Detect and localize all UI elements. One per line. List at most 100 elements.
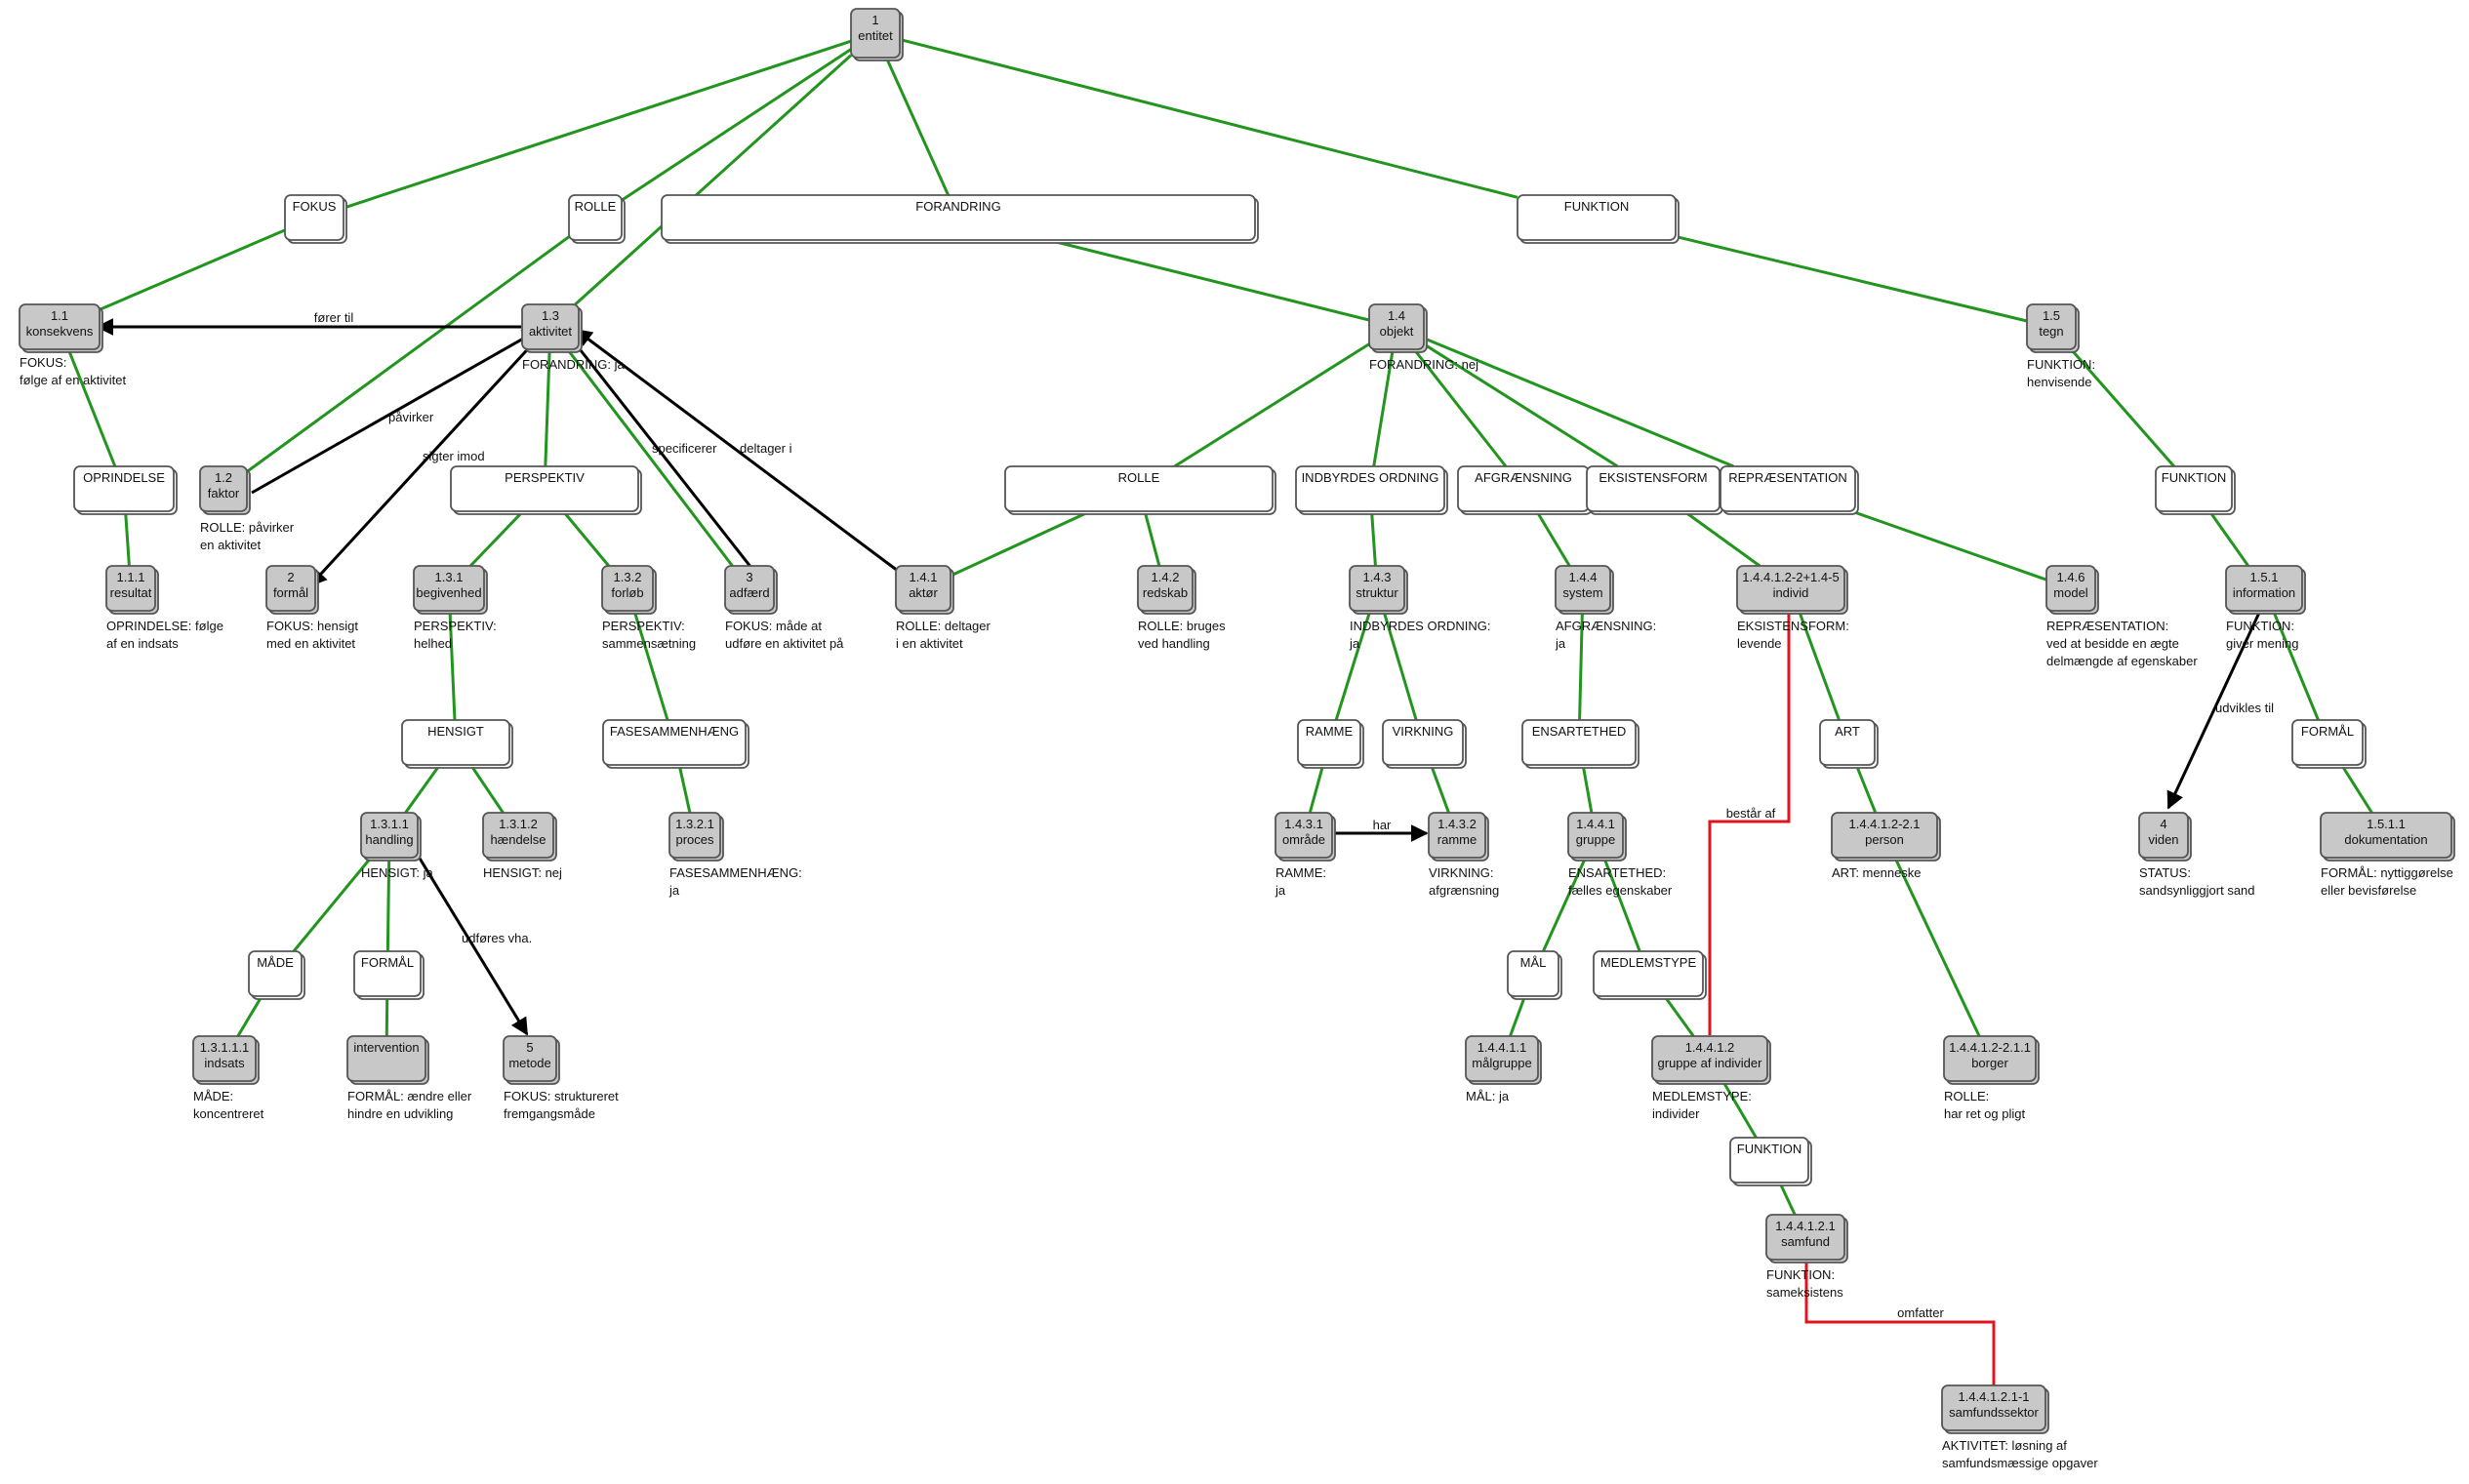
node-box (568, 194, 623, 241)
node-label: resultat (110, 585, 152, 600)
node-label: handling (365, 832, 413, 847)
node-rolle0[interactable]: ROLLE (568, 194, 626, 244)
node-formal1311[interactable]: FORMÅL (353, 950, 425, 1000)
node-label: målgruppe (1472, 1056, 1531, 1070)
node-ensartethed[interactable]: ENSARTETHED (1521, 719, 1639, 769)
node-perspektiv[interactable]: PERSPEKTIV (450, 465, 642, 515)
note-line: samfundsmæssige opgaver (1942, 1456, 2098, 1470)
node-label: ART (1835, 724, 1860, 739)
node-repraesentation[interactable]: REPRÆSENTATION (1720, 465, 1859, 515)
node-box (1517, 194, 1677, 241)
note-line: delmængde af egenskaber (2046, 654, 2198, 668)
note-line: af en indsats (106, 636, 179, 651)
node-funktion14412[interactable]: FUNKTION (1729, 1137, 1812, 1186)
node-mal[interactable]: MÅL (1507, 950, 1562, 1000)
node-afgraensning[interactable]: AFGRÆNSNING (1457, 465, 1593, 515)
node-virkning[interactable]: VIRKNING (1382, 719, 1467, 769)
edge-made-n13111 (236, 995, 263, 1037)
node-box (724, 565, 775, 612)
node-box (353, 950, 422, 997)
edge-label-pavirker: påvirker (388, 410, 434, 424)
note-line: individer (1652, 1106, 1700, 1121)
note-line: ja (1275, 883, 1286, 898)
node-funktion15[interactable]: FUNKTION (2155, 465, 2236, 515)
node-fasesam[interactable]: FASESAMMENHÆNG (602, 719, 749, 769)
note-line: FOKUS: struktureret (504, 1089, 619, 1103)
note-n151: FUNKTION:giver mening (2226, 619, 2298, 651)
node-box (1465, 1035, 1539, 1082)
node-made[interactable]: MÅDE (248, 950, 305, 1000)
node-medlemstype[interactable]: MEDLEMSTYPE (1593, 950, 1707, 1000)
node-forandring[interactable]: FORANDRING (661, 194, 1259, 244)
node-label: 1.3.2.1 (675, 817, 714, 831)
node-fokus[interactable]: FOKUS (284, 194, 347, 244)
note-n13: FORANDRING: ja (522, 357, 626, 372)
node-eksistensform[interactable]: EKSISTENSFORM (1586, 465, 1723, 515)
node-hensigt[interactable]: HENSIGT (401, 719, 513, 769)
node-label: 1.4 (1388, 308, 1405, 323)
node-label: ROLLE (575, 199, 617, 214)
node-box (1297, 719, 1361, 766)
node-formal151[interactable]: FORMÅL (2291, 719, 2367, 769)
node-box (1295, 465, 1445, 512)
node-rolle14[interactable]: ROLLE (1004, 465, 1276, 515)
node-oprindelse[interactable]: OPRINDELSE (73, 465, 178, 515)
note-line: PERSPEKTIV: (414, 619, 497, 633)
note-n11: FOKUS:følge af en aktivitet (20, 355, 126, 387)
node-indbyrdes[interactable]: INDBYRDES ORDNING (1295, 465, 1448, 515)
node-box (1720, 465, 1856, 512)
node-box (401, 719, 510, 766)
note-line: i en aktivitet (896, 636, 963, 651)
node-label: 1.5.1 (2250, 570, 2279, 584)
node-label: MÅDE (257, 955, 294, 970)
relation-edges-layer: fører til påvirker sigter imod specifice… (96, 310, 2274, 1385)
node-box (248, 950, 303, 997)
node-box (2291, 719, 2364, 766)
node-label: område (1282, 832, 1325, 847)
node-box (521, 303, 580, 350)
node-art[interactable]: ART (1819, 719, 1879, 769)
node-box (1593, 950, 1704, 997)
node-funktion0[interactable]: FUNKTION (1517, 194, 1680, 244)
node-ramme[interactable]: RAMME (1297, 719, 1364, 769)
edge-n151-formal151 (2272, 610, 2320, 721)
node-label: tegn (2039, 324, 2063, 339)
node-nintervention[interactable]: intervention (346, 1035, 429, 1085)
